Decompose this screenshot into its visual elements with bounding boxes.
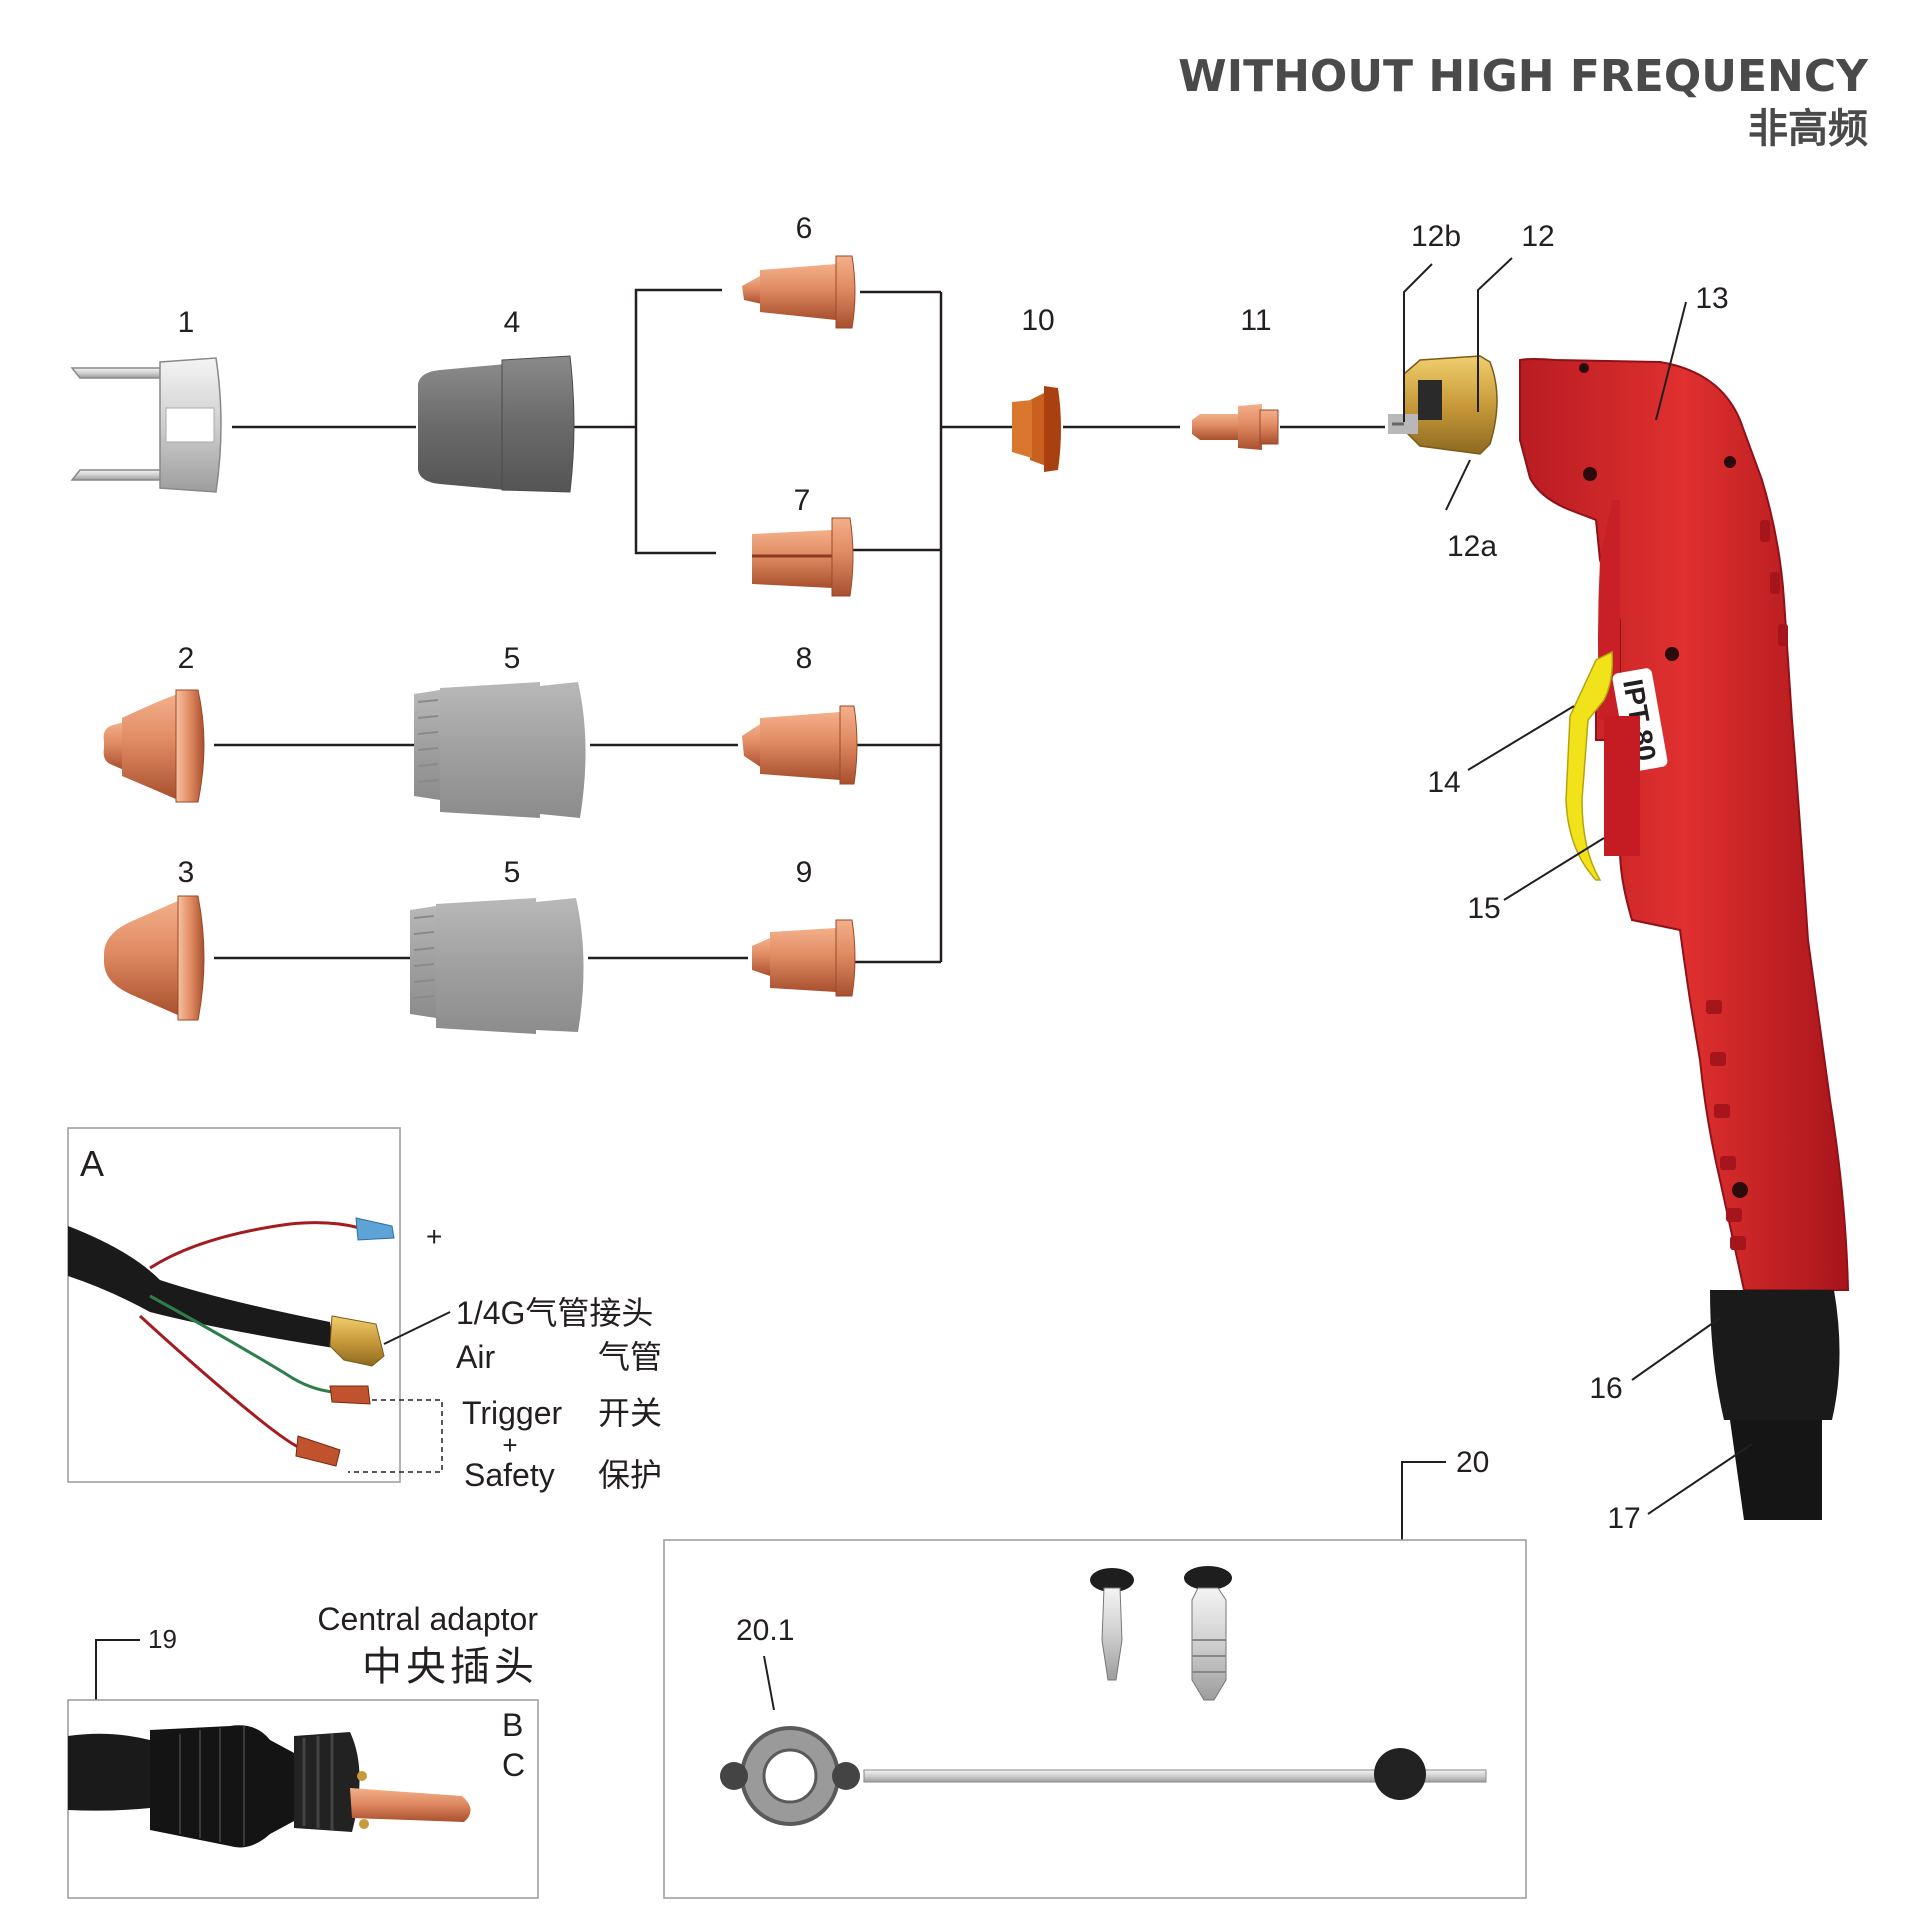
safety-label-en: Safety [464, 1457, 555, 1493]
label-part-7: 7 [794, 484, 811, 517]
central-adaptor-title-en: Central adaptor [317, 1601, 538, 1637]
part-5-retaining-cup-b [410, 898, 584, 1034]
part-2-shield-cap [103, 689, 205, 803]
connector-lines [214, 288, 1385, 964]
part-number-labels: 1 4 6 7 2 5 8 3 5 9 10 11 12b 12 13 12a … [178, 212, 1729, 1535]
label-part-16: 16 [1589, 1372, 1622, 1405]
label-part-20-1: 20.1 [736, 1614, 794, 1647]
torch-cable [1710, 1290, 1840, 1520]
label-part-13: 13 [1695, 282, 1728, 315]
air-label-en: Air [456, 1339, 495, 1375]
diagram-subtitle: 非高频 [1748, 106, 1868, 152]
label-part-4: 4 [504, 306, 521, 339]
panel-letter-c: C [502, 1747, 525, 1783]
label-part-19: 19 [148, 1624, 177, 1654]
label-part-11: 11 [1240, 304, 1271, 337]
part-10-swirl-ring [1012, 386, 1061, 472]
panel-central-adaptor: Central adaptor 中央插头 19 B C [67, 1601, 539, 1899]
air-fitting-label: 1/4G气管接头 [456, 1295, 653, 1331]
panel-20-circle-cutting-guide: 20 20.1 [663, 1446, 1527, 1899]
label-part-12b: 12b [1411, 220, 1461, 253]
part-5-retaining-cup-a [414, 682, 586, 818]
label-part-6: 6 [796, 212, 813, 245]
diagram-title: WITHOUT HIGH FREQUENCY [1178, 51, 1869, 102]
central-adaptor-title-zh: 中央插头 [362, 1645, 538, 1689]
panel-a-plus: + [426, 1221, 442, 1252]
label-part-20: 20 [1456, 1446, 1489, 1479]
label-part-5b: 5 [504, 856, 521, 889]
label-part-15: 15 [1467, 892, 1500, 925]
part-1-shield-retainer [70, 357, 222, 493]
label-part-5a: 5 [504, 642, 521, 675]
label-part-3: 3 [178, 856, 195, 889]
part-9-nozzle [752, 919, 856, 997]
torch-body: IPT-80 [1388, 355, 1850, 1291]
trigger-label-zh: 开关 [598, 1395, 662, 1431]
label-part-8: 8 [796, 642, 813, 675]
trigger-plus: + [502, 1430, 517, 1460]
label-part-10: 10 [1021, 304, 1054, 337]
label-part-12a: 12a [1447, 530, 1497, 563]
part-7-nozzle [752, 517, 854, 597]
panel-a-letter: A [80, 1143, 104, 1184]
part-8-nozzle [742, 705, 858, 785]
label-part-12: 12 [1521, 220, 1554, 253]
part-3-shield-cap [104, 895, 205, 1021]
air-label-zh: 气管 [598, 1339, 662, 1375]
label-part-17: 17 [1607, 1502, 1640, 1535]
part-6-nozzle [742, 255, 856, 329]
trigger-assembly [1565, 650, 1640, 881]
label-part-2: 2 [178, 642, 195, 675]
label-part-9: 9 [796, 856, 813, 889]
panel-a: A + 1/4G气管接头 Air 气管 Trigger + Safety 开关 … [67, 1127, 662, 1493]
safety-label-zh: 保护 [598, 1457, 662, 1493]
panel-letter-b: B [502, 1707, 523, 1743]
part-4-retaining-cup [418, 355, 575, 493]
leader-lines [1403, 257, 1753, 1515]
trigger-label-en: Trigger [462, 1395, 563, 1431]
label-part-1: 1 [178, 306, 195, 339]
label-part-14: 14 [1427, 766, 1460, 799]
part-11-electrode [1192, 404, 1279, 450]
